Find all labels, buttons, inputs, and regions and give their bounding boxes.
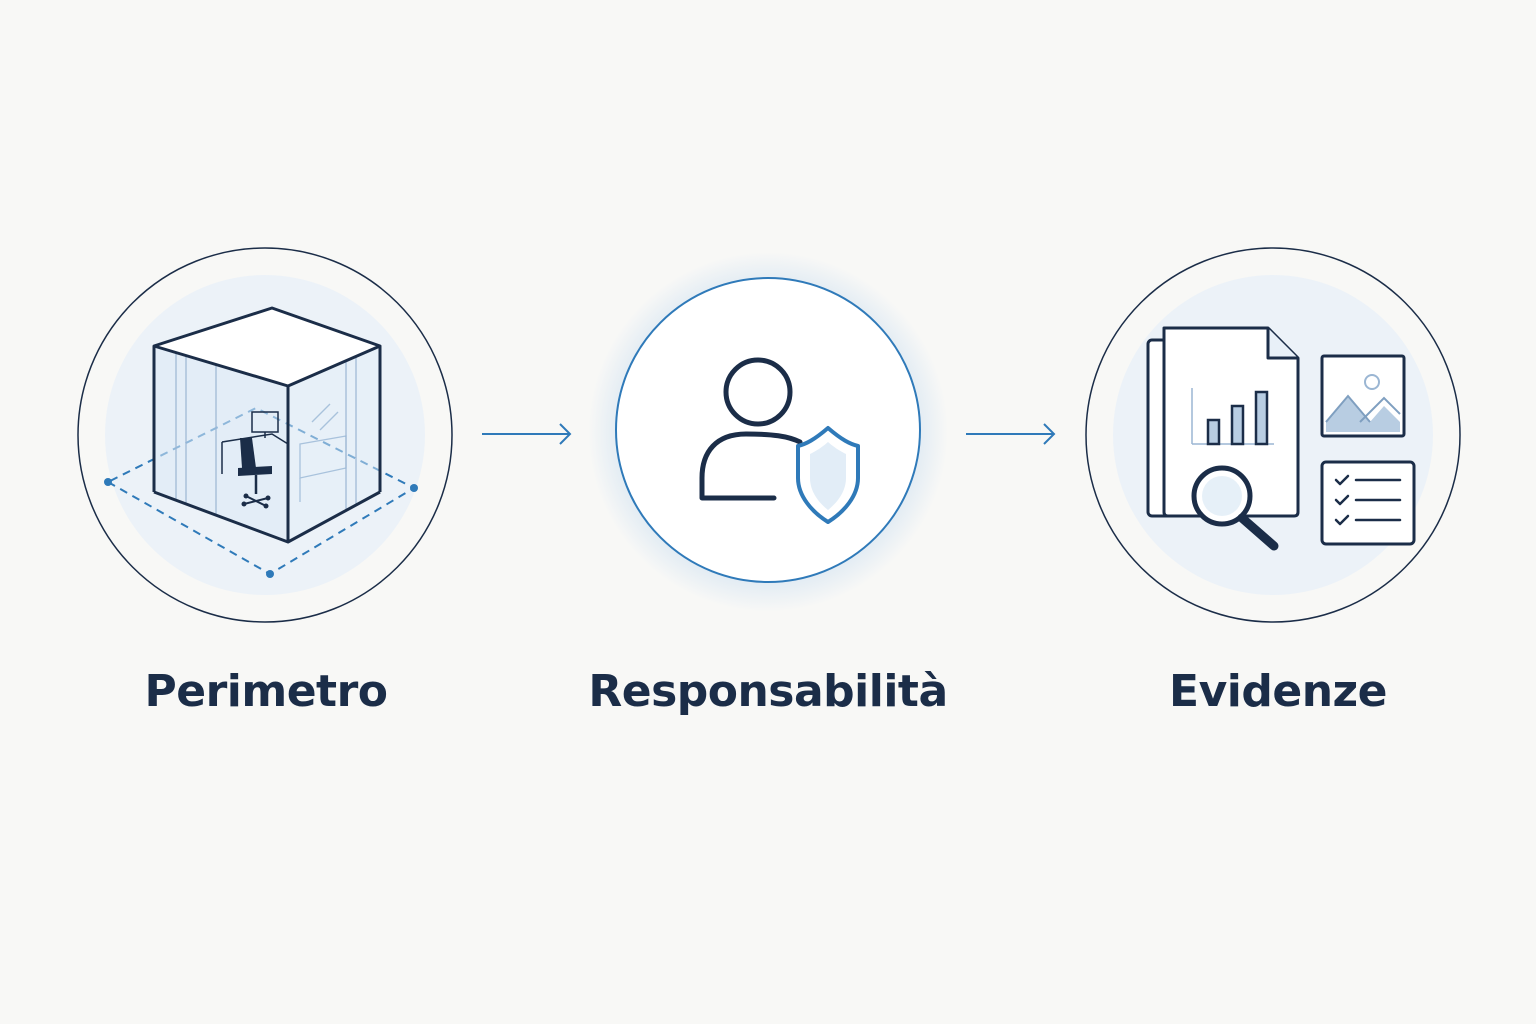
arrow-right-icon [966,423,1056,445]
step-label-perimetro: Perimetro [144,666,388,717]
step-perimetro [76,246,454,624]
arrow-right-icon [482,423,572,445]
step-label-evidenze: Evidenze [1169,666,1387,717]
step-label-responsabilita: Responsabilità [588,666,948,717]
workspace-cube-icon [77,247,453,623]
step-evidenze [1084,246,1462,624]
user-shield-icon [588,252,948,612]
step-responsabilita [566,230,970,634]
evidence-documents-icon [1085,247,1461,623]
